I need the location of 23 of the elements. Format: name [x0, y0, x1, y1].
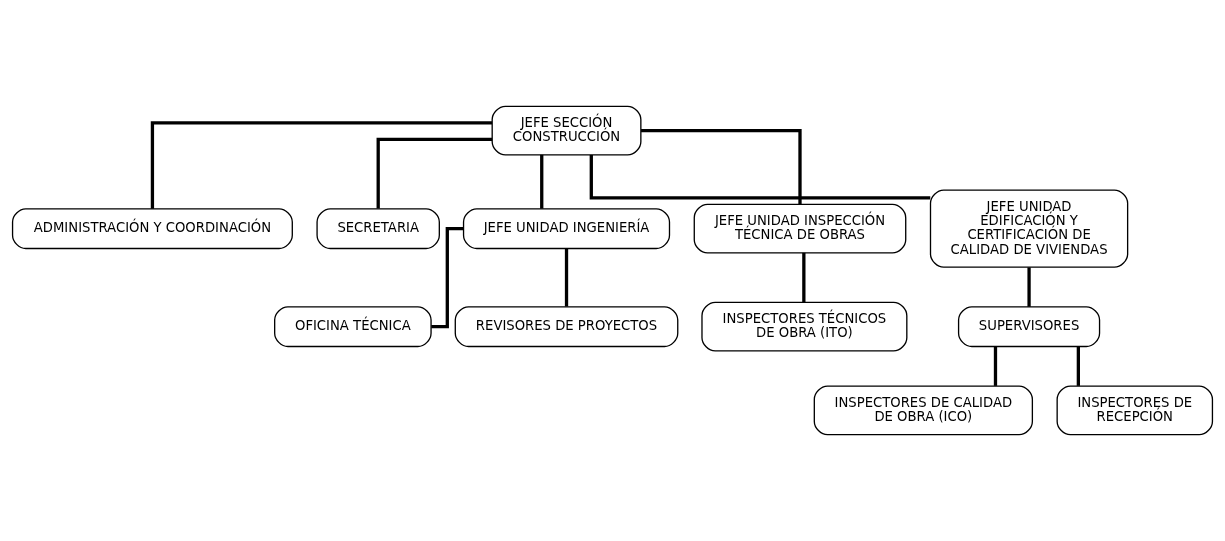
node-box: ADMINISTRACIÓN Y COORDINACIÓN: [11, 208, 293, 250]
node-box: INSPECTORES DE CALIDAD DE OBRA (ICO): [813, 385, 1034, 436]
connector: [1076, 346, 1080, 386]
connector: [641, 129, 802, 205]
node-box: REVISORES DE PROYECTOS: [454, 306, 679, 348]
connector: [802, 252, 806, 303]
connector: [431, 227, 464, 329]
connector: [376, 137, 493, 209]
node-box: JEFE SECCIÓN CONSTRUCCIÓN: [491, 105, 642, 156]
node-box: INSPECTORES TÉCNICOS DE OBRA (ITO): [701, 301, 908, 352]
connector: [540, 154, 544, 209]
node-box: SECRETARIA: [316, 208, 440, 250]
connector: [564, 248, 569, 307]
connector: [993, 346, 998, 386]
connector: [1027, 267, 1031, 307]
node-box: SUPERVISORES: [957, 306, 1101, 348]
node-box: JEFE UNIDAD INGENIERÍA: [462, 208, 671, 250]
node-box: OFICINA TÉCNICA: [274, 306, 432, 348]
node-box: JEFE UNIDAD EDIFICACIÓN Y CERTIFICACIÓN DE CALIDAD DE VIVIENDAS: [929, 189, 1129, 268]
node-box: INSPECTORES DE RECEPCIÓN: [1056, 385, 1214, 436]
connector: [150, 121, 492, 209]
connector: [589, 154, 931, 200]
node-box: JEFE UNIDAD INSPECCIÓN TÉCNICA DE OBRAS: [693, 203, 907, 254]
